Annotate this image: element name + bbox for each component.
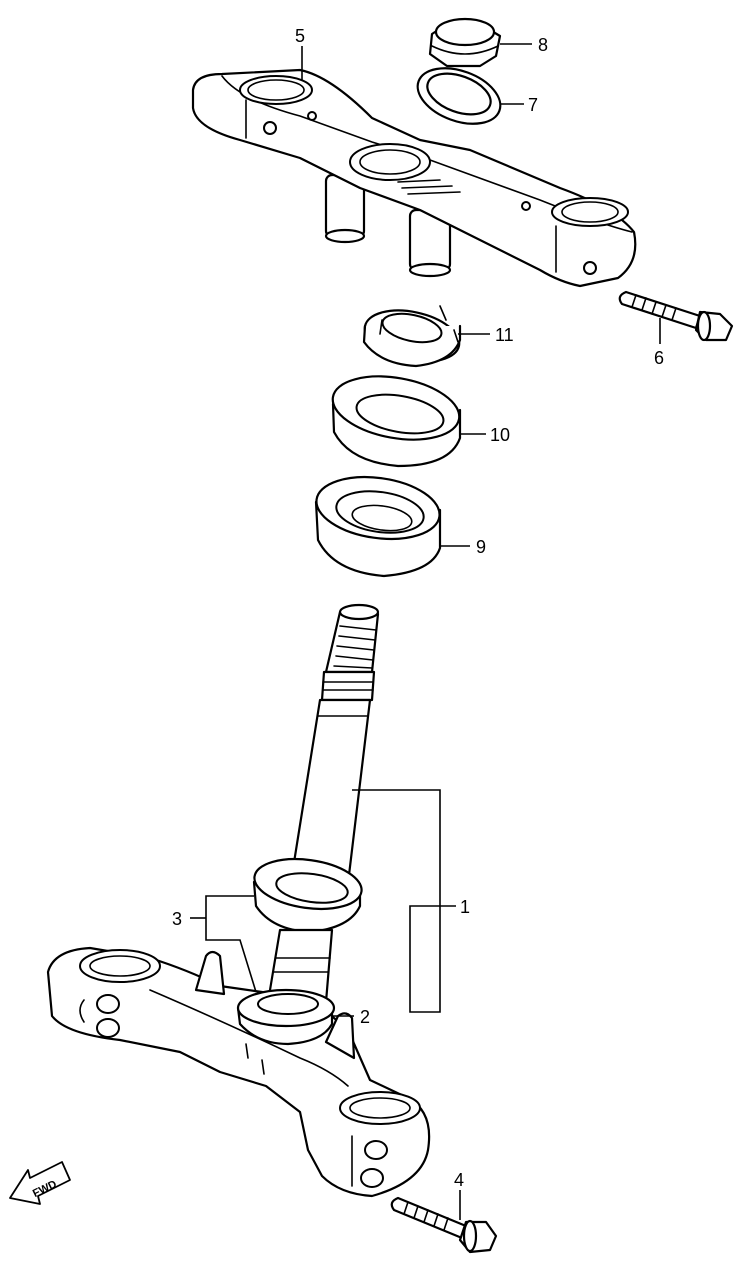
callout-9: 9 xyxy=(476,537,486,557)
part-5-upper-bracket[interactable] xyxy=(191,68,637,288)
part-11-lock-nut[interactable] xyxy=(360,303,464,370)
part-10-dust-seal[interactable] xyxy=(328,367,464,468)
callout-11: 11 xyxy=(495,325,514,345)
part-9-bearing[interactable] xyxy=(312,470,443,578)
leader-1 xyxy=(352,789,456,1013)
callout-5: 5 xyxy=(295,26,305,46)
callout-10: 10 xyxy=(490,425,510,445)
callout-3: 3 xyxy=(172,909,182,929)
part-4-bolt[interactable] xyxy=(390,1196,498,1254)
part-7-washer[interactable] xyxy=(410,58,508,134)
part-8-cap-nut[interactable] xyxy=(428,17,502,68)
callout-2: 2 xyxy=(360,1007,370,1027)
leader-3 xyxy=(205,895,257,993)
callout-8: 8 xyxy=(538,35,548,55)
fwd-arrow-icon: FWD xyxy=(9,1161,71,1205)
part-1-steering-stem[interactable] xyxy=(46,603,431,1198)
callout-4: 4 xyxy=(454,1170,464,1190)
callout-1: 1 xyxy=(460,897,470,917)
callout-7: 7 xyxy=(528,95,538,115)
callout-6: 6 xyxy=(654,348,664,368)
part-6-bolt[interactable] xyxy=(618,290,734,342)
